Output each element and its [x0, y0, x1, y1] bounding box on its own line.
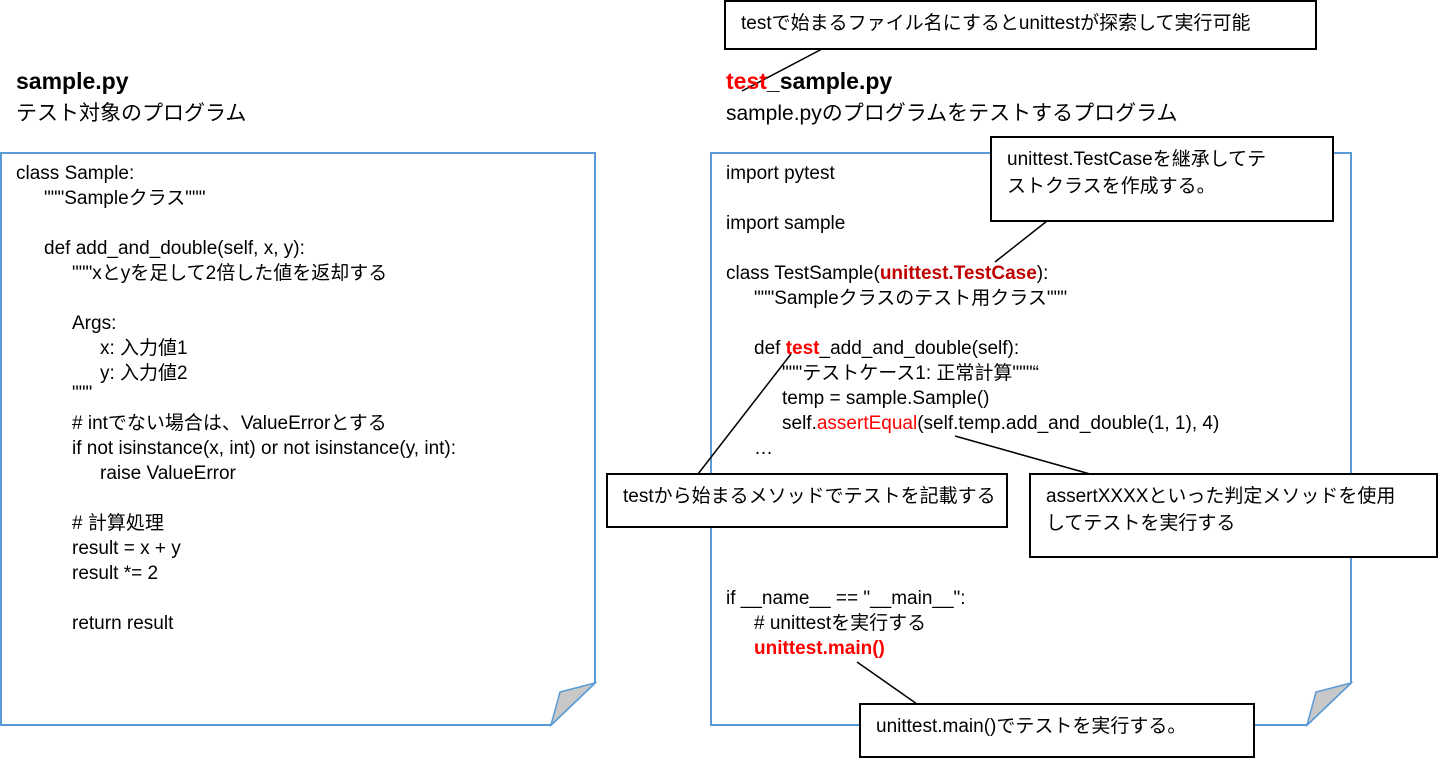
code-line: """Sampleクラス"""	[44, 186, 206, 211]
right-page-fold-icon	[1305, 681, 1354, 728]
code-line: def test_add_and_double(self):	[754, 336, 1019, 361]
code-text: result = x + y	[72, 538, 181, 559]
code-highlight: unittest.TestCase	[879, 263, 1037, 284]
callout-method: testから始まるメソッドでテストを記載する	[623, 486, 996, 507]
code-line: """Sampleクラスのテスト用クラス"""	[754, 286, 1067, 311]
connector-filename	[741, 48, 823, 92]
code-line: unittest.main()	[754, 636, 885, 661]
right-title-prefix: test	[726, 68, 767, 94]
left-title: sample.py	[16, 68, 129, 94]
code-text: ):	[1036, 263, 1049, 284]
code-text: Args:	[72, 313, 117, 334]
code-text: (self.temp.add_and_double(1, 1), 4)	[917, 413, 1220, 434]
code-text: import sample	[726, 213, 846, 234]
callout-box-filename	[724, 0, 1317, 50]
callout-filename: testで始まるファイル名にするとunittestが探索して実行可能	[741, 13, 1251, 34]
code-line: raise ValueError	[100, 461, 236, 486]
code-line: y: 入力値2	[100, 361, 188, 386]
code-line: result *= 2	[72, 561, 158, 586]
connector-assert	[954, 435, 1091, 475]
right-title-rest: _sample.py	[766, 68, 893, 94]
callout-box-main	[859, 703, 1255, 758]
code-text: """	[72, 383, 93, 404]
code-text: class Sample:	[16, 163, 135, 184]
connector-testcase	[994, 220, 1048, 263]
code-highlight: assertEqual	[816, 413, 918, 434]
code-text: # 計算処理	[72, 513, 164, 534]
code-text: # intでない場合は、ValueErrorとする	[72, 413, 387, 434]
callout-testcase: unittest.TestCaseを継承してテ ストクラスを作成する。	[1007, 149, 1267, 197]
code-line: result = x + y	[72, 536, 181, 561]
connector-main	[856, 661, 918, 705]
code-line: temp = sample.Sample()	[782, 386, 990, 411]
code-line: x: 入力値1	[100, 336, 188, 361]
code-text: self.	[782, 413, 817, 434]
code-line: # unittestを実行する	[754, 611, 926, 636]
code-line: if __name__ == "__main__":	[726, 586, 966, 611]
left-subtitle: テスト対象のプログラム	[16, 102, 247, 125]
right-subtitle: sample.pyのプログラムをテストするプログラム	[726, 102, 1178, 125]
code-text: temp = sample.Sample()	[782, 388, 990, 409]
code-text: return result	[72, 613, 174, 634]
code-text: """Sampleクラスのテスト用クラス"""	[754, 288, 1068, 309]
code-text: # unittestを実行する	[754, 613, 927, 634]
code-text: raise ValueError	[100, 463, 236, 484]
code-text: y: 入力値2	[100, 363, 188, 384]
code-line: class TestSample(unittest.TestCase):	[726, 261, 1048, 286]
code-line: """テストケース1: 正常計算"""“	[782, 361, 1039, 386]
code-text: …	[754, 438, 773, 459]
code-text: """テストケース1: 正常計算"""“	[782, 363, 1039, 384]
code-text: _add_and_double(self):	[819, 338, 1020, 359]
right-title: test_sample.py	[726, 68, 892, 95]
code-line: # intでない場合は、ValueErrorとする	[72, 411, 387, 436]
code-text: if not isinstance(x, int) or not isinsta…	[72, 438, 457, 459]
code-line: class Sample:	[16, 161, 134, 186]
code-text: class TestSample(	[726, 263, 880, 284]
callout-assert: assertXXXXといった判定メソッドを使用 してテストを実行する	[1046, 486, 1396, 534]
code-line: import pytest	[726, 161, 835, 186]
code-line: …	[754, 436, 773, 461]
code-highlight: test	[785, 338, 820, 359]
code-text: """Sampleクラス"""	[44, 188, 206, 209]
code-line: self.assertEqual(self.temp.add_and_doubl…	[782, 411, 1219, 436]
callout-box-testcase	[990, 136, 1334, 222]
code-line: # 計算処理	[72, 511, 164, 536]
code-line: return result	[72, 611, 173, 636]
left-page-fold-icon	[549, 681, 598, 728]
code-line: if not isinstance(x, int) or not isinsta…	[72, 436, 456, 461]
code-text: def	[754, 338, 786, 359]
code-text: """xとyを足して2倍した値を返却する	[72, 263, 388, 284]
connector-method	[697, 353, 792, 475]
code-line: """xとyを足して2倍した値を返却する	[72, 261, 387, 286]
code-text: x: 入力値1	[100, 338, 188, 359]
callout-main: unittest.main()でテストを実行する。	[876, 716, 1187, 737]
code-line: def add_and_double(self, x, y):	[44, 236, 305, 261]
code-line: """	[72, 381, 92, 406]
code-text: def add_and_double(self, x, y):	[44, 238, 305, 259]
code-line: import sample	[726, 211, 845, 236]
callout-box-assert	[1029, 473, 1438, 558]
code-text: import pytest	[726, 163, 835, 184]
code-line: Args:	[72, 311, 116, 336]
code-highlight: unittest.main()	[754, 638, 885, 659]
code-text: result *= 2	[72, 563, 159, 584]
callout-box-method	[606, 473, 1008, 528]
code-text: if __name__ == "__main__":	[726, 588, 966, 609]
